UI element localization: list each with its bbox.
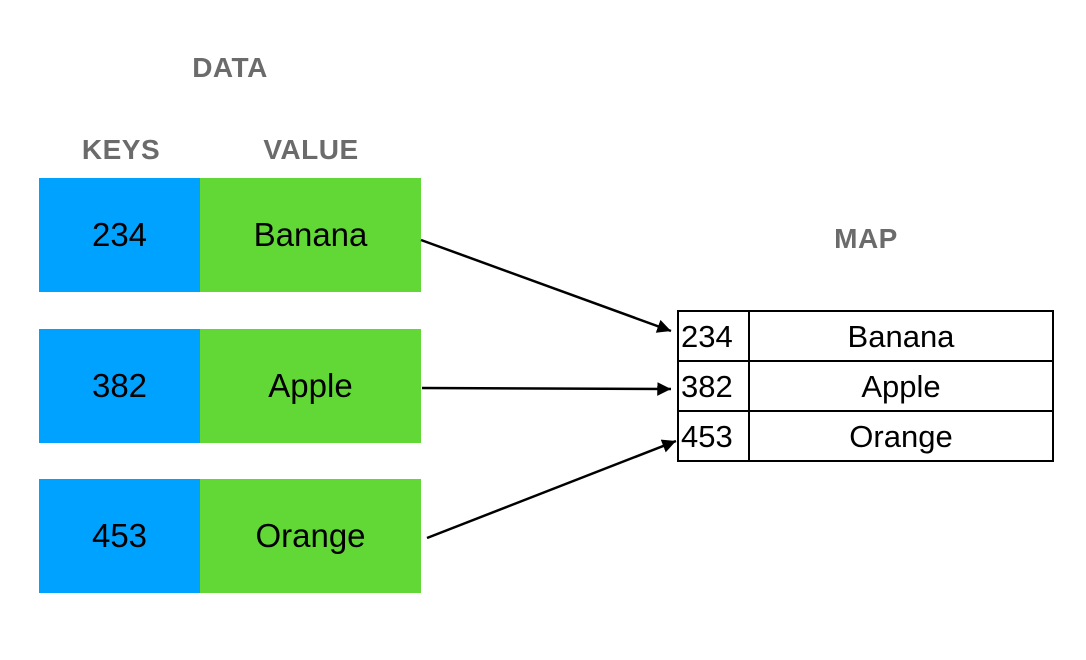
- pair-row-banana: 234 Banana: [39, 178, 421, 292]
- key-cell: 382: [39, 329, 200, 443]
- map-key-cell: 453: [677, 410, 750, 462]
- arrow-orange-to-map-icon: [426, 439, 677, 540]
- value-cell: Apple: [200, 329, 421, 443]
- arrow-banana-to-map-icon: [420, 238, 672, 333]
- map-table: 234 Banana 382 Apple 453 Orange: [677, 310, 1054, 462]
- value-cell: Orange: [200, 479, 421, 593]
- map-table-row: 453 Orange: [677, 410, 1054, 462]
- data-heading: DATA: [192, 52, 268, 83]
- key-cell: 234: [39, 178, 200, 292]
- map-value-cell: Orange: [748, 410, 1054, 462]
- value-cell: Banana: [200, 178, 421, 292]
- map-key-cell: 382: [677, 360, 750, 412]
- map-value-cell: Banana: [748, 310, 1054, 362]
- pair-row-apple: 382 Apple: [39, 329, 421, 443]
- keys-column-heading: KEYS: [81, 134, 161, 165]
- arrow-apple-to-map-icon: [421, 382, 672, 396]
- map-table-row: 234 Banana: [677, 310, 1054, 362]
- pair-row-orange: 453 Orange: [39, 479, 421, 593]
- key-cell: 453: [39, 479, 200, 593]
- value-column-heading: VALUE: [263, 134, 359, 165]
- map-value-cell: Apple: [748, 360, 1054, 412]
- map-key-cell: 234: [677, 310, 750, 362]
- map-heading: MAP: [834, 223, 898, 254]
- map-table-row: 382 Apple: [677, 360, 1054, 412]
